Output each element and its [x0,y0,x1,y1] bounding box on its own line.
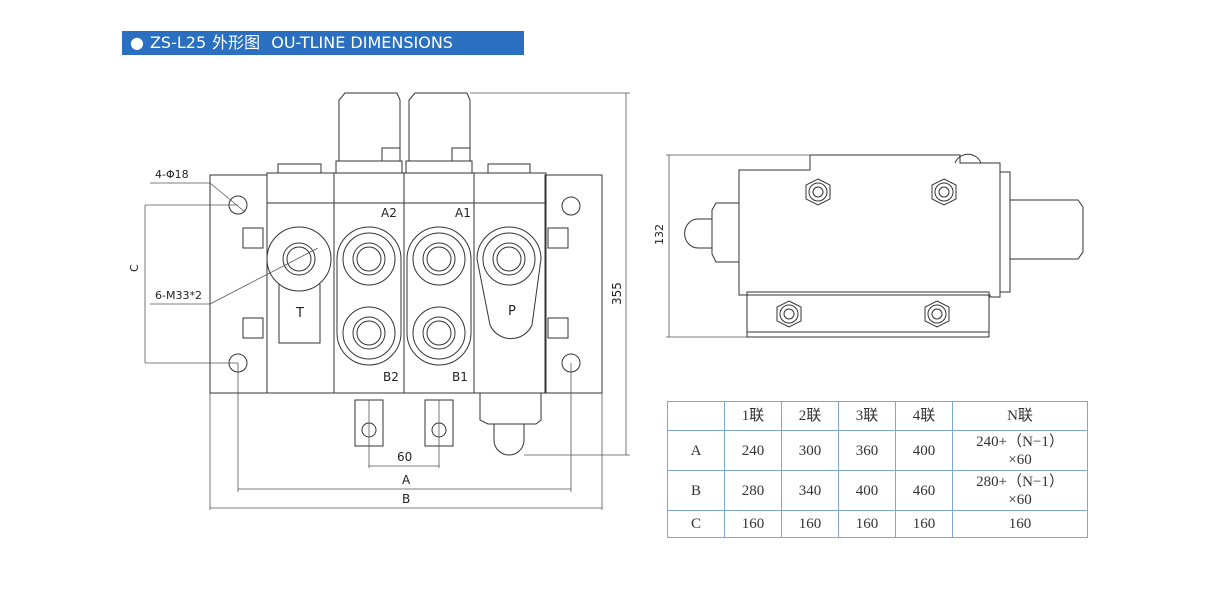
row-label: C [667,510,725,538]
formula-line: ×60 [1008,451,1032,468]
left-mount-plate [209,174,268,394]
front-view: 4-Φ18 6-M33*2 C 355 60 A B A2 A1 B2 B1 T… [128,92,630,510]
dimension-table: 1联 2联 3联 4联 N联 A 240 300 360 400 240+（N−… [667,401,1088,538]
table-cell: 340 [781,470,839,511]
port-t-label: T [295,306,304,321]
formula-cell: 240+（N−1）×60 [952,430,1088,471]
dim-c-label: C [128,264,141,272]
model-name: ZS-L25 [149,33,207,52]
right-mount-plate [544,174,603,394]
table-cell: 160 [838,510,896,538]
row-label: B [667,470,725,511]
title-en: OU-TLINE DIMENSIONS [271,33,453,52]
table-cell: 400 [838,470,896,511]
side-view: 132 [653,153,1084,338]
port-p-label: P [508,304,516,319]
table-cell: 460 [895,470,953,511]
port-b2-label: B2 [383,370,399,384]
table-cell: 360 [838,430,896,471]
height-label: 355 [610,282,624,305]
dim-a-label: A [402,473,411,487]
table-cell: 300 [781,430,839,471]
formula-line: 280+（N−1） [976,473,1064,490]
table-cell: 160 [895,510,953,538]
title-cn: 外形图 [212,33,261,52]
formula-line: ×60 [1008,491,1032,508]
table-header: 4联 [895,401,953,431]
table-header-row: 1联 2联 3联 4联 N联 [667,401,1088,431]
formula-cell: 160 [952,510,1088,538]
section-title-bar: ● ZS-L25 外形图 OU-TLINE DIMENSIONS [122,31,524,55]
hex-nuts [776,178,957,328]
side-bolts [242,227,569,339]
relief-valve [479,393,542,425]
table-row: A 240 300 360 400 240+（N−1）×60 [667,430,1088,471]
port-b1-label: B1 [452,370,468,384]
dimension-lines [144,92,630,510]
table-header: 3联 [838,401,896,431]
side-body [738,154,1001,298]
formula-cell: 280+（N−1）×60 [952,470,1088,511]
table-header: N联 [952,401,1088,431]
table-cell: 160 [781,510,839,538]
table-row: B 280 340 400 460 280+（N−1）×60 [667,470,1088,511]
table-header: 1联 [724,401,782,431]
row-label: A [667,430,725,471]
table-cell: 280 [724,470,782,511]
mount-hole [561,196,581,216]
port-a2-label: A2 [381,206,397,220]
table-cell: 240 [724,430,782,471]
table-cell: 400 [895,430,953,471]
ports-thread-label: 6-M33*2 [155,289,202,302]
table-header: 2联 [781,401,839,431]
table-header [667,401,725,431]
side-height-label: 132 [653,224,666,245]
table-row: C 160 160 160 160 160 [667,510,1088,538]
spacing-label: 60 [397,450,412,464]
mount-holes-label: 4-Φ18 [155,168,189,181]
ports [266,226,542,366]
bullet-icon: ● [130,33,144,52]
port-a1-label: A1 [455,206,471,220]
table-cell: 160 [724,510,782,538]
side-base-plate [746,291,990,338]
dim-b-label: B [402,492,410,506]
formula-line: 240+（N−1） [976,433,1064,450]
